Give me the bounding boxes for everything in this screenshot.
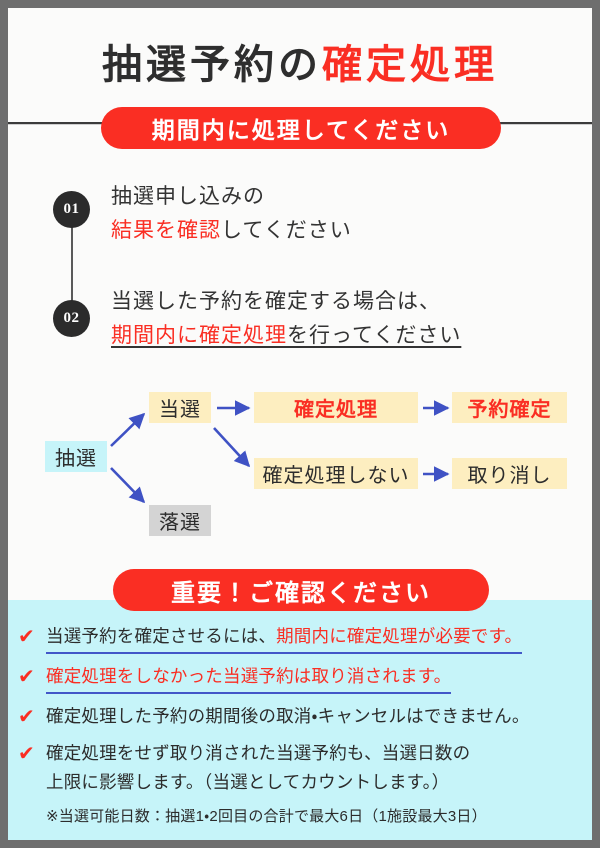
notice-check-list: ✔ 当選予約を確定させるには、期間内に確定処理が必要です。 ✔ 確定処理をしなか…	[8, 622, 592, 826]
step-text-01: 抽選申し込みの 結果を確認してください	[111, 180, 352, 248]
flow-node-win-label: 当選	[159, 399, 201, 421]
check-icon: ✔	[18, 666, 35, 688]
flow-node-lose-label: 落選	[159, 512, 201, 534]
notice-pill-banner: 重要！ご確認ください	[113, 569, 489, 611]
check-icon: ✔	[18, 706, 35, 728]
step-badge-02-label: 02	[63, 310, 80, 326]
check-icon: ✔	[18, 626, 35, 648]
flow-node-win: 当選	[149, 392, 211, 423]
page-title: 抽選予約の確定処理	[8, 32, 592, 90]
list-item-text: 確定処理をしなかった当選予約は取り消されます。	[46, 662, 452, 694]
flow-node-start: 抽選	[45, 441, 107, 472]
header-pill-banner: 期間内に処理してください	[101, 107, 501, 149]
flow-node-confirm: 確定処理	[254, 392, 418, 423]
step-02-line2-black: を行ってください	[287, 324, 462, 347]
list-item: ✔ 確定処理した予約の期間後の取消・キャンセルはできません。	[8, 702, 592, 731]
arrow-start-to-win	[110, 412, 146, 447]
list-item: ✔ 確定処理をせず取り消された当選予約も、当選日数の 上限に影響します。（当選と…	[8, 739, 592, 797]
notice-panel	[8, 600, 592, 840]
step-text-02: 当選した予約を確定する場合は、 期間内に確定処理を行ってください	[111, 285, 461, 353]
page-title-red: 確定処理	[322, 43, 498, 87]
flow-node-reserved: 予約確定	[452, 392, 567, 423]
flow-node-no-confirm-label: 確定処理しない	[262, 465, 410, 487]
step-01-line2-black: してください	[221, 219, 352, 242]
flow-node-cancelled-label: 取り消し	[467, 465, 552, 487]
step-badge-01: 01	[53, 191, 90, 228]
arrow-win-to-noconfirm	[213, 427, 251, 468]
step-badge-02: 02	[53, 300, 90, 337]
flow-node-start-label: 抽選	[55, 448, 97, 470]
step-02-line2: 期間内に確定処理を行ってください	[111, 319, 461, 353]
list-item: ✔ 確定処理をしなかった当選予約は取り消されます。	[8, 662, 592, 694]
list-item-text-black: 当選予約を確定させるには、	[46, 626, 277, 646]
step-badge-01-label: 01	[63, 201, 80, 217]
check-icon: ✔	[18, 743, 35, 765]
header-pill-label: 期間内に処理してください	[151, 117, 451, 143]
flow-node-confirm-label: 確定処理	[294, 399, 378, 421]
list-item-text-red: 期間内に確定処理が必要です。	[276, 626, 523, 646]
list-item-text-line1: 確定処理をせず取り消された当選予約も、当選日数の	[46, 743, 471, 763]
notice-pill-label: 重要！ご確認ください	[171, 579, 431, 607]
flow-arrows	[110, 400, 450, 504]
list-item: ✔ 当選予約を確定させるには、期間内に確定処理が必要です。	[8, 622, 592, 654]
flow-node-reserved-label: 予約確定	[467, 399, 552, 421]
list-item-text: 当選予約を確定させるには、期間内に確定処理が必要です。	[46, 622, 523, 654]
list-item-text-line2: 上限に影響します。（当選としてカウントします。）	[46, 772, 450, 792]
step-02-line1: 当選した予約を確定する場合は、	[111, 290, 441, 313]
step-connector-line	[71, 208, 73, 318]
arrow-start-to-lose	[110, 467, 146, 504]
infographic-page: 抽選予約の確定処理 期間内に処理してください 01 抽選申し込みの 結果を確認し…	[8, 8, 592, 840]
flow-node-no-confirm: 確定処理しない	[254, 458, 418, 489]
list-item-text: 確定処理した予約の期間後の取消・キャンセルはできません。	[46, 706, 530, 726]
page-title-black: 抽選予約の	[102, 43, 322, 87]
step-01-line2: 結果を確認してください	[111, 214, 352, 248]
notice-footnote: ※当選可能日数：抽選1・2回目の合計で最大6日（1施設最大3日）	[46, 808, 487, 825]
list-item-text: 確定処理をせず取り消された当選予約も、当選日数の 上限に影響します。（当選として…	[46, 739, 592, 797]
list-item-text-red: 確定処理をしなかった当選予約は取り消されます。	[46, 666, 452, 686]
step-01-line2-red: 結果を確認	[111, 219, 221, 242]
flow-node-cancelled: 取り消し	[452, 458, 567, 489]
step-02-line2-red: 期間内に確定処理	[111, 324, 287, 347]
flow-diagram: 抽選 当選 落選 確定処理 確定処理しない 予約確定 取り消し	[8, 378, 592, 553]
flow-node-lose: 落選	[149, 505, 211, 536]
step-01-line1: 抽選申し込みの	[111, 185, 265, 208]
